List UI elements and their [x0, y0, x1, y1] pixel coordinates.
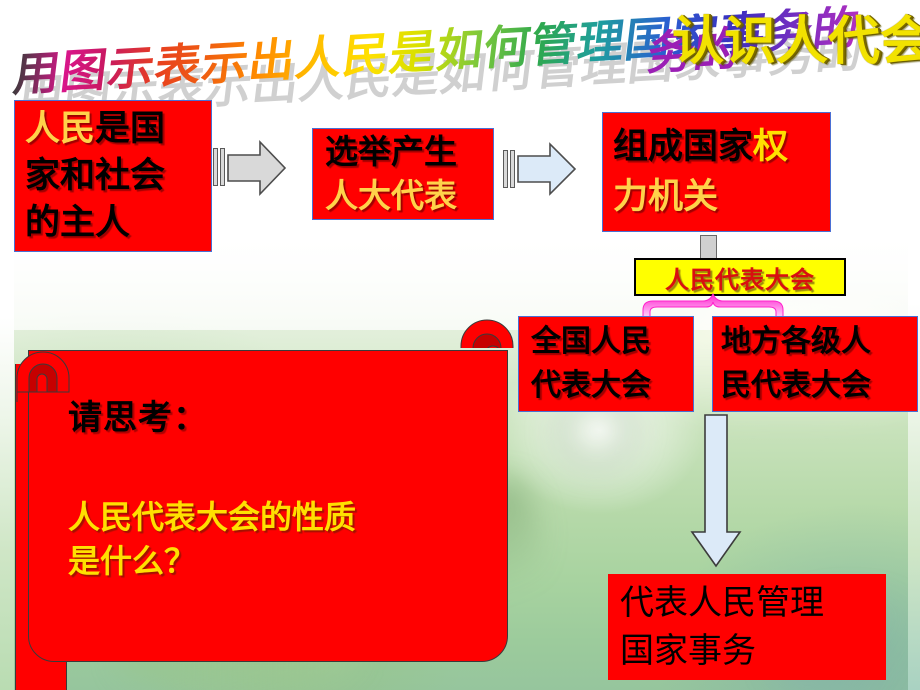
arrow-tail-bar	[213, 148, 218, 186]
flow-box-manage-state-affairs[interactable]: 代表人民管理 国家事务	[608, 574, 886, 680]
down-block-arrow-icon	[690, 414, 742, 568]
flow-box-local-congress-line1: 地方各级人	[721, 324, 871, 359]
scroll-body	[28, 350, 508, 662]
vertical-connector-icon	[700, 235, 717, 259]
flow-box-state-organ-line1-gold: 权	[753, 127, 789, 167]
flow-box-manage-state-affairs-line2: 国家事务	[620, 631, 756, 671]
flow-box-election[interactable]: 选举产生 人大代表	[312, 128, 494, 220]
scroll-curl-icon	[455, 294, 517, 348]
flow-box-state-organ[interactable]: 组成国家权 力机关	[602, 112, 831, 232]
flow-box-state-organ-line1: 组成国家权	[613, 122, 830, 172]
flow-box-people-line2: 家和社会	[25, 155, 166, 196]
flow-box-state-organ-line2: 力机关	[613, 177, 719, 217]
flow-box-national-congress-line1: 全国人民	[531, 324, 651, 359]
scroll-question-line2: 是什么？	[68, 542, 197, 580]
background-left-edge	[0, 0, 14, 690]
scroll-question-line1: 人民代表大会的性质	[68, 498, 357, 536]
arrow-tail-bar	[503, 150, 508, 188]
flow-box-local-congress-line2: 民代表大会	[721, 368, 871, 403]
scroll-curl-icon	[13, 348, 75, 402]
slide-title: 用图示表示出人民是如何管理国家事务的 用图示表示出人民是如何管理国家事务的 务的…	[0, 0, 920, 125]
flow-box-people-line1: 人民是国	[25, 106, 211, 153]
up-curly-brace-icon	[640, 293, 786, 323]
arrow-head	[517, 142, 577, 196]
flow-box-state-organ-line1-black: 组成国家	[613, 127, 754, 167]
flow-box-election-line2: 人大代表	[325, 176, 457, 215]
flow-box-people[interactable]: 人民是国 家和社会 的主人	[14, 100, 212, 252]
flow-box-national-congress[interactable]: 全国人民 代表大会	[518, 316, 694, 412]
flow-box-election-line1: 选举产生	[325, 132, 457, 171]
right-block-arrow-icon	[213, 140, 287, 196]
title-overlay-gold-text: 认识人代会	[672, 12, 920, 72]
flow-box-people-line1-gold: 人民	[25, 108, 96, 149]
flow-box-local-congress[interactable]: 地方各级人 民代表大会	[712, 316, 918, 412]
arrow-head	[227, 140, 287, 196]
flow-box-people-line1-black: 是国	[95, 108, 166, 149]
flow-box-peoples-congress[interactable]: 人民代表大会	[634, 258, 846, 296]
flow-box-national-congress-line2: 代表大会	[531, 368, 651, 403]
flow-box-manage-state-affairs-line1: 代表人民管理	[620, 583, 824, 623]
flow-box-people-line3: 的主人	[25, 202, 131, 243]
scroll-prompt: 请思考：	[68, 398, 208, 438]
arrow-tail-bar	[510, 150, 515, 188]
scroll-banner: 请思考： 人民代表大会的性质 是什么？	[0, 319, 515, 690]
scroll-text-block: 请思考： 人民代表大会的性质 是什么？	[68, 390, 498, 583]
flow-box-peoples-congress-label: 人民代表大会	[665, 265, 815, 294]
right-block-arrow-icon	[503, 142, 577, 196]
arrow-tail-bar	[220, 148, 225, 186]
